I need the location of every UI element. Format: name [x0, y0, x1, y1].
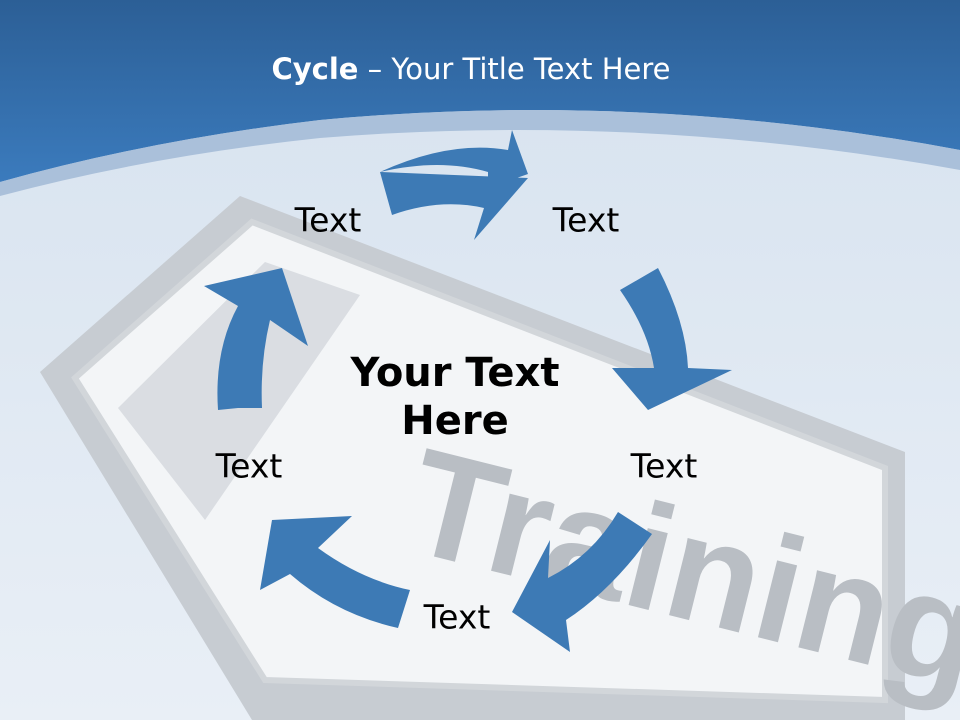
cycle-label-bottom: Text — [423, 597, 491, 637]
cycle-arrow-3 — [512, 512, 652, 652]
cycle-label-left: Text — [215, 446, 283, 486]
title-bold: Cycle — [271, 52, 359, 86]
center-text-line2: Here — [401, 398, 509, 444]
cycle-label-right: Text — [630, 446, 698, 486]
center-text-line1: Your Text — [350, 350, 560, 396]
center-text: Your Text Here — [305, 349, 605, 445]
title-rest: – Your Title Text Here — [358, 52, 671, 86]
cycle-label-top-right: Text — [552, 200, 620, 240]
cycle-arrow-4 — [260, 516, 410, 628]
header-curve — [0, 110, 960, 196]
cycle-arrow-2 — [612, 268, 732, 410]
cycle-arrow-5 — [204, 268, 308, 410]
slide-title: Cycle – Your Title Text Here — [0, 52, 942, 86]
header-band — [0, 0, 960, 182]
cycle-arrows — [204, 130, 732, 652]
cycle-label-top-left: Text — [294, 200, 362, 240]
cycle-arrow-1 — [380, 130, 528, 240]
